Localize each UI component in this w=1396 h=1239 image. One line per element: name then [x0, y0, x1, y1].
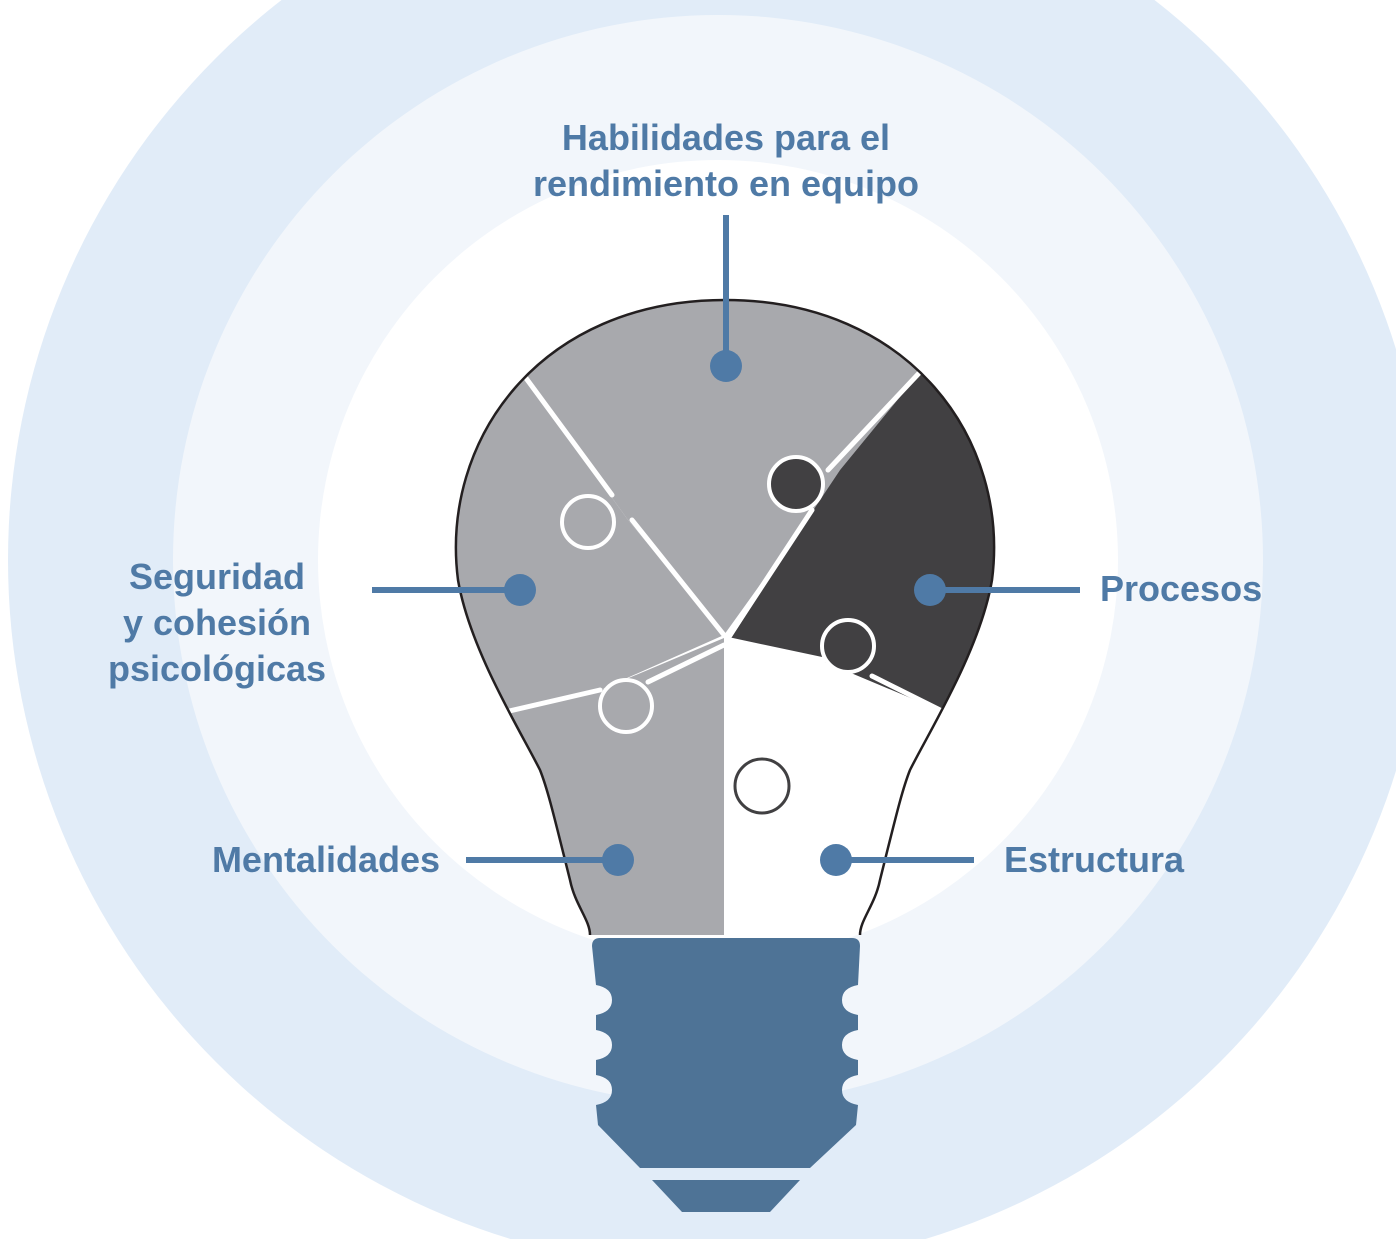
connector-dot-team-skills	[710, 350, 742, 382]
bulb-base	[592, 938, 860, 1212]
label-structure: Estructura	[1004, 839, 1185, 880]
label-mindsets: Mentalidades	[211, 839, 440, 880]
puzzle-piece-processes	[730, 330, 995, 730]
puzzle-piece-team-skills	[500, 300, 960, 635]
puzzle-seams	[502, 367, 947, 935]
connector-dot-mindsets	[602, 844, 634, 876]
puzzle-knob	[598, 678, 654, 734]
puzzle-knob	[767, 455, 825, 513]
bulb-tip	[652, 1180, 800, 1212]
connector-dot-processes	[914, 574, 946, 606]
label-processes: Procesos	[1100, 568, 1263, 609]
puzzle-knob	[560, 494, 616, 550]
label-safety: Seguridad y cohesión psicológicas	[107, 556, 327, 689]
connectors	[372, 215, 1080, 876]
puzzle-knob	[733, 757, 791, 815]
connector-dot-structure	[820, 844, 852, 876]
label-team-skills: Habilidades para el rendimiento en equip…	[532, 117, 919, 204]
puzzle-knob	[820, 618, 876, 674]
connector-dot-safety	[504, 574, 536, 606]
